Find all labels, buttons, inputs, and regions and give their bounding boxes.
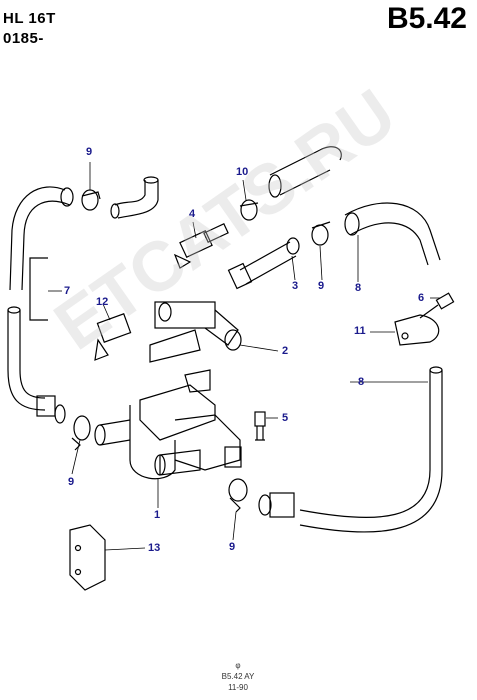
leader-lines bbox=[48, 162, 440, 551]
callout-11: 11 bbox=[354, 325, 366, 337]
clamp-9-a bbox=[81, 189, 101, 211]
callout-10: 10 bbox=[236, 166, 249, 178]
clamp-9-d bbox=[228, 478, 248, 513]
callout-6: 6 bbox=[418, 292, 425, 304]
valve-body-1 bbox=[94, 369, 242, 480]
callout-9-top-mid: 9 bbox=[318, 280, 325, 292]
bolt-6 bbox=[419, 292, 455, 319]
hose-left-lower bbox=[7, 306, 66, 424]
fitting-3 bbox=[227, 237, 300, 290]
bracket-11 bbox=[394, 314, 440, 346]
hose-right-lower bbox=[258, 366, 443, 533]
bracket-7 bbox=[29, 257, 48, 321]
sensor-4 bbox=[173, 223, 229, 269]
model-label: HL 16T bbox=[3, 10, 56, 27]
callout-13: 13 bbox=[148, 542, 161, 554]
footer-symbol: φ bbox=[235, 661, 241, 670]
callout-2: 2 bbox=[282, 345, 289, 357]
callout-7: 7 bbox=[64, 285, 71, 297]
range-label: 0185- bbox=[3, 30, 44, 47]
callout-9-top-left: 9 bbox=[86, 146, 93, 158]
block-13 bbox=[69, 524, 106, 591]
callout-9-bottom: 9 bbox=[229, 541, 236, 553]
clamp-9-c bbox=[71, 415, 91, 451]
callout-8-lower: 8 bbox=[358, 376, 365, 388]
hose-right-upper bbox=[344, 202, 441, 266]
callout-12: 12 bbox=[96, 296, 109, 308]
callout-5: 5 bbox=[282, 412, 289, 424]
callout-4: 4 bbox=[189, 208, 196, 220]
hose-top bbox=[268, 146, 342, 198]
callout-9-left: 9 bbox=[68, 476, 75, 488]
footer-date: 11-90 bbox=[228, 683, 248, 692]
hose-left-upper bbox=[9, 186, 74, 291]
clamp-10 bbox=[239, 199, 259, 221]
upper-elbow bbox=[110, 176, 159, 219]
callout-3: 3 bbox=[292, 280, 299, 292]
connector-2 bbox=[149, 301, 242, 363]
callout-1: 1 bbox=[154, 509, 161, 521]
footer-ref: B5.42 AY bbox=[221, 672, 255, 681]
clamp-9-b bbox=[311, 221, 331, 246]
sensor-12 bbox=[94, 313, 132, 361]
callout-8-upper: 8 bbox=[355, 282, 362, 294]
page-code: B5.42 bbox=[386, 2, 467, 35]
bolt-5 bbox=[254, 411, 266, 441]
